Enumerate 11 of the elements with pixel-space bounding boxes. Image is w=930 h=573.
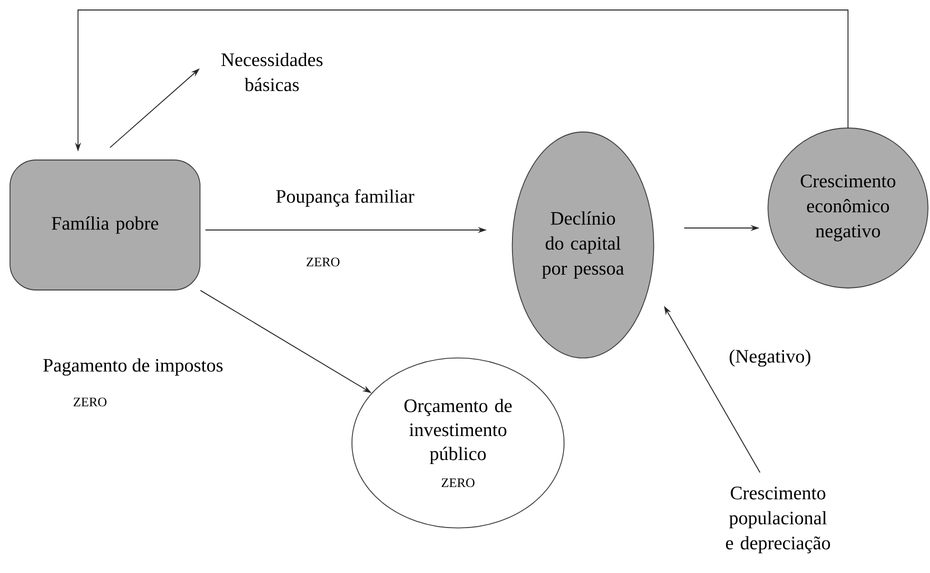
ellipse-node: Orçamento de investimento público ZERO xyxy=(352,358,565,528)
node-text: Crescimento populacional e depreciação xyxy=(726,486,830,554)
edge-label: (Negativo) xyxy=(728,348,812,368)
label-text: Pagamento de impostos xyxy=(43,358,223,376)
label-text: ZERO xyxy=(306,258,340,266)
circle-node: Crescimento econômico negativo xyxy=(768,128,928,288)
node-text: Necessidades básicas xyxy=(221,52,322,92)
label-text: ZERO xyxy=(74,398,106,406)
edge-label: Poupança familiar xyxy=(274,188,416,208)
ellipse-node: Declínio do capital por pessoa xyxy=(512,132,654,358)
rounded-box: Família pobre xyxy=(10,160,200,290)
